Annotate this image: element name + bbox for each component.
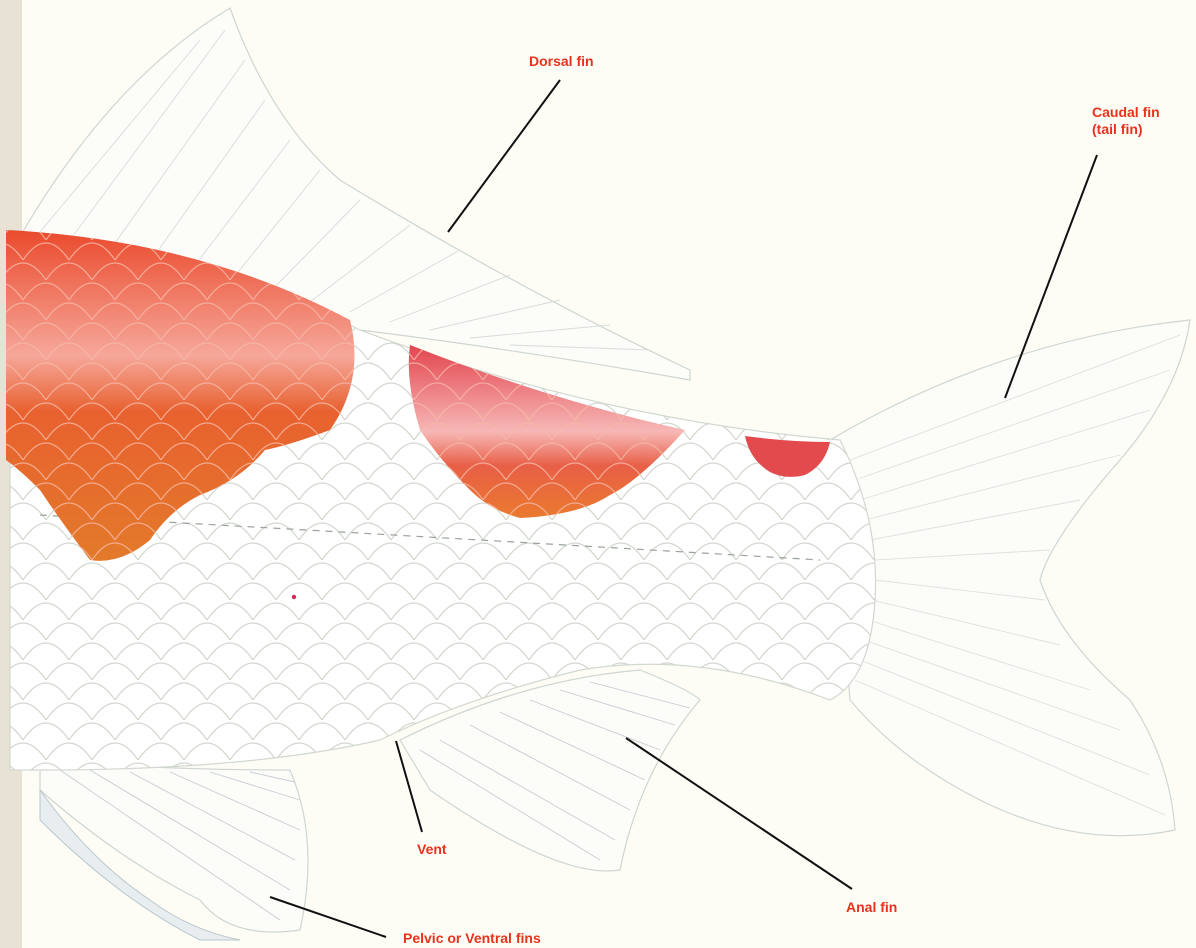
- dorsal-fin-leader: [448, 80, 560, 232]
- pelvic-fins: [40, 760, 308, 940]
- vent-label: Vent: [417, 841, 447, 858]
- caudal-fin-label: Caudal fin (tail fin): [1092, 104, 1172, 138]
- caudal-fin-label-line1: Caudal fin: [1092, 104, 1172, 121]
- anal-fin-label: Anal fin: [846, 899, 897, 916]
- pelvic-fins-label: Pelvic or Ventral fins: [403, 930, 541, 947]
- anal-fin-leader: [626, 738, 852, 889]
- caudal-fin-label-line2: (tail fin): [1092, 121, 1172, 138]
- dorsal-fin-label: Dorsal fin: [529, 53, 594, 70]
- caudal-fin: [830, 320, 1190, 836]
